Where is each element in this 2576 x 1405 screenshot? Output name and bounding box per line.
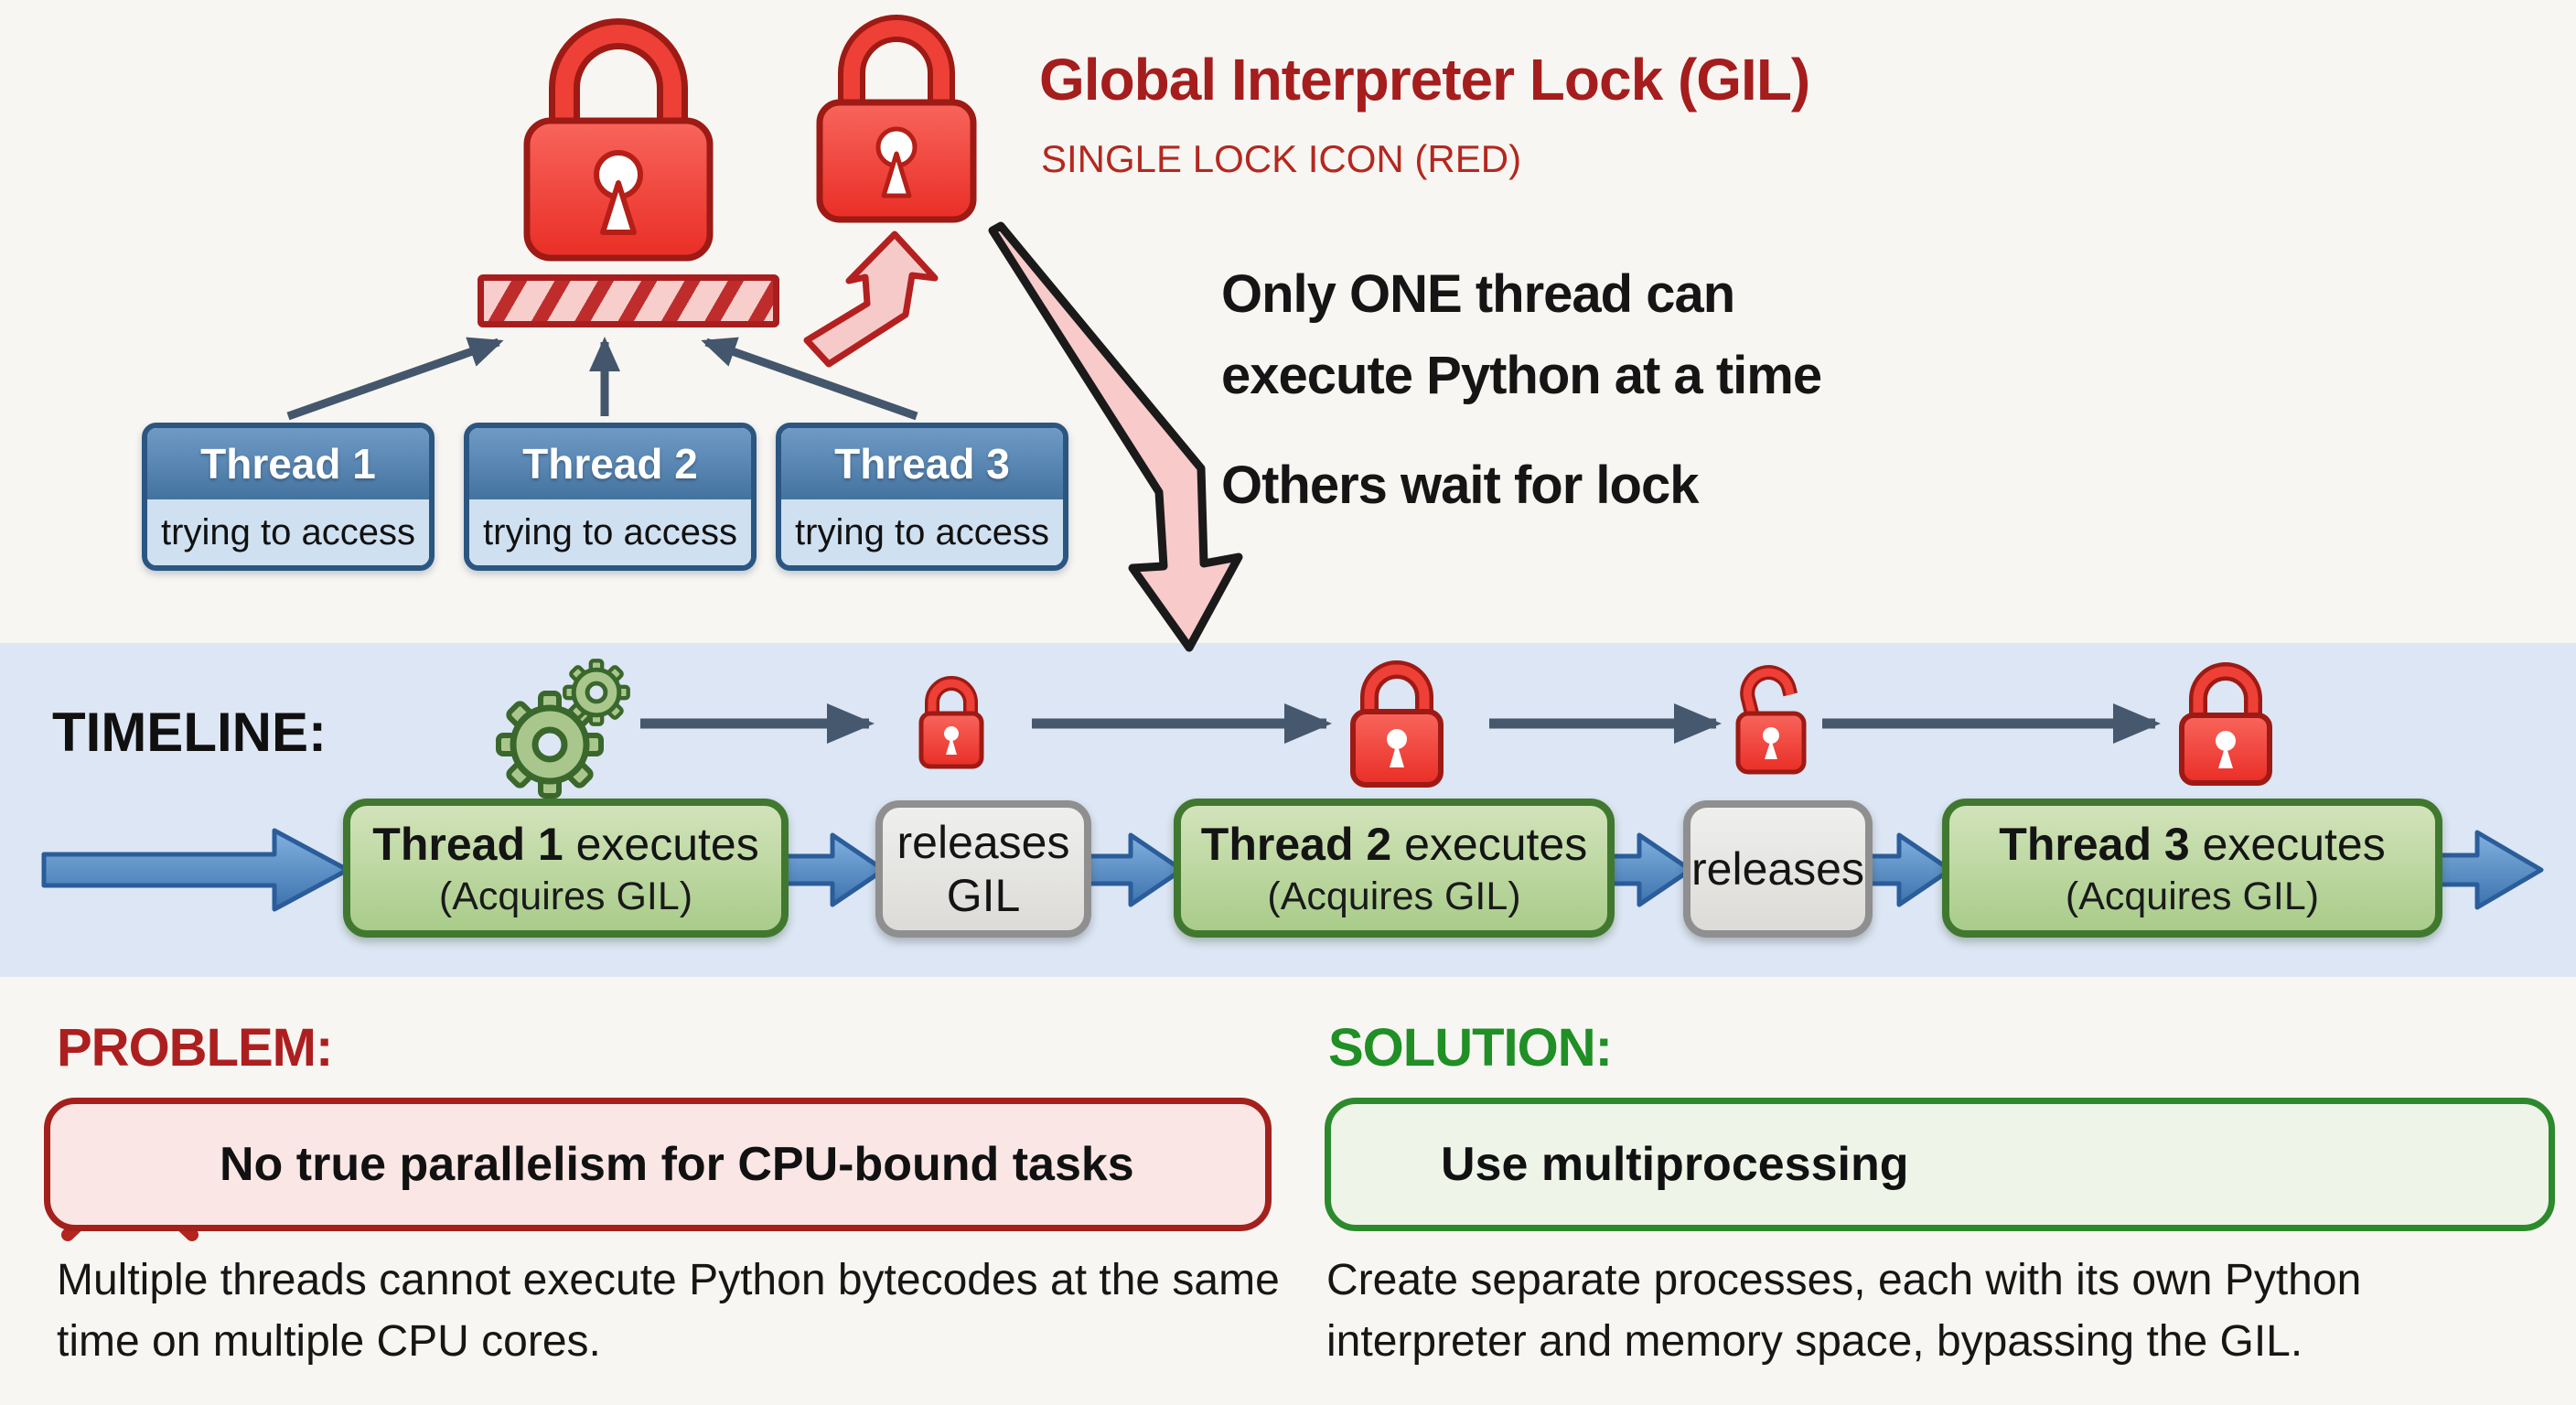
problem-label: PROBLEM: [57,1018,333,1078]
timeline-step-releases-gil: releases GIL [875,800,1091,938]
problem-box: No true parallelism for CPU-bound tasks [44,1098,1272,1231]
thread-box-2: Thread 2 trying to access [464,423,757,571]
timeline-label: TIMELINE: [52,702,327,763]
timeline-step-thread1-executes: Thread 1 executes (Acquires GIL) [343,799,789,938]
thread-status: trying to access [147,499,429,565]
step-thread-name: Thread 3 [1999,818,2190,870]
solution-label: SOLUTION: [1328,1018,1613,1078]
step-subtitle: (Acquires GIL) [438,874,693,918]
thread-to-gil-arrows [286,337,918,421]
solution-box: Use multiprocessing [1325,1098,2555,1231]
timeline-lock-closed-2-icon [1350,660,1444,788]
page-subtitle: SINGLE LOCK ICON (RED) [1041,137,1522,180]
step-thread-name: Thread 2 [1200,818,1392,870]
step-title: Thread 3 executes [1999,818,2385,871]
timeline-lock-closed-1-icon [918,676,984,769]
timeline-lock-open-icon [1735,665,1807,775]
note-one-thread-line1: Only ONE thread can [1221,264,1735,324]
to-timeline-arrow [988,221,1243,652]
step-subtitle: (Acquires GIL) [1267,874,1521,918]
step-title: Thread 2 executes [1201,818,1587,871]
step-title: Thread 1 executes [372,818,758,871]
gears-icon [496,659,630,799]
step-action: executes [1391,818,1588,870]
timeline-lock-closed-3-icon [2179,662,2272,786]
release-return-arrow [803,231,939,368]
gil-barrier-bar [478,274,779,327]
step-release-text: releases [1691,843,1864,895]
timeline-step-thread2-executes: Thread 2 executes (Acquires GIL) [1174,799,1615,938]
step-thread-name: Thread 1 [372,818,564,870]
thread-name: Thread 3 [781,428,1063,499]
timeline-step-thread3-executes: Thread 3 executes (Acquires GIL) [1942,799,2442,938]
step-release-text: releases GIL [896,817,1070,921]
thread-status: trying to access [469,499,751,565]
problem-description: Multiple threads cannot execute Python b… [57,1256,1280,1366]
step-action: executes [563,818,759,870]
note-one-thread-line2: execute Python at a time [1221,346,1822,405]
thread-box-3: Thread 3 trying to access [776,423,1068,571]
solution-box-text: Use multiprocessing [1441,1138,1909,1191]
thread-box-1: Thread 1 trying to access [142,423,435,571]
gil-lock-small-icon [816,15,977,223]
note-others-wait: Others wait for lock [1221,456,1699,515]
thread-name: Thread 2 [469,428,751,499]
solution-description: Create separate processes, each with its… [1326,1256,2362,1366]
thread-name: Thread 1 [147,428,429,499]
step-subtitle: (Acquires GIL) [2065,874,2320,918]
timeline-step-releases: releases [1683,800,1873,938]
problem-box-text: No true parallelism for CPU-bound tasks [220,1138,1134,1191]
step-action: executes [2189,818,2386,870]
gil-lock-icon [523,18,714,262]
page-title: Global Interpreter Lock (GIL) [1039,47,1810,113]
thread-status: trying to access [781,499,1063,565]
